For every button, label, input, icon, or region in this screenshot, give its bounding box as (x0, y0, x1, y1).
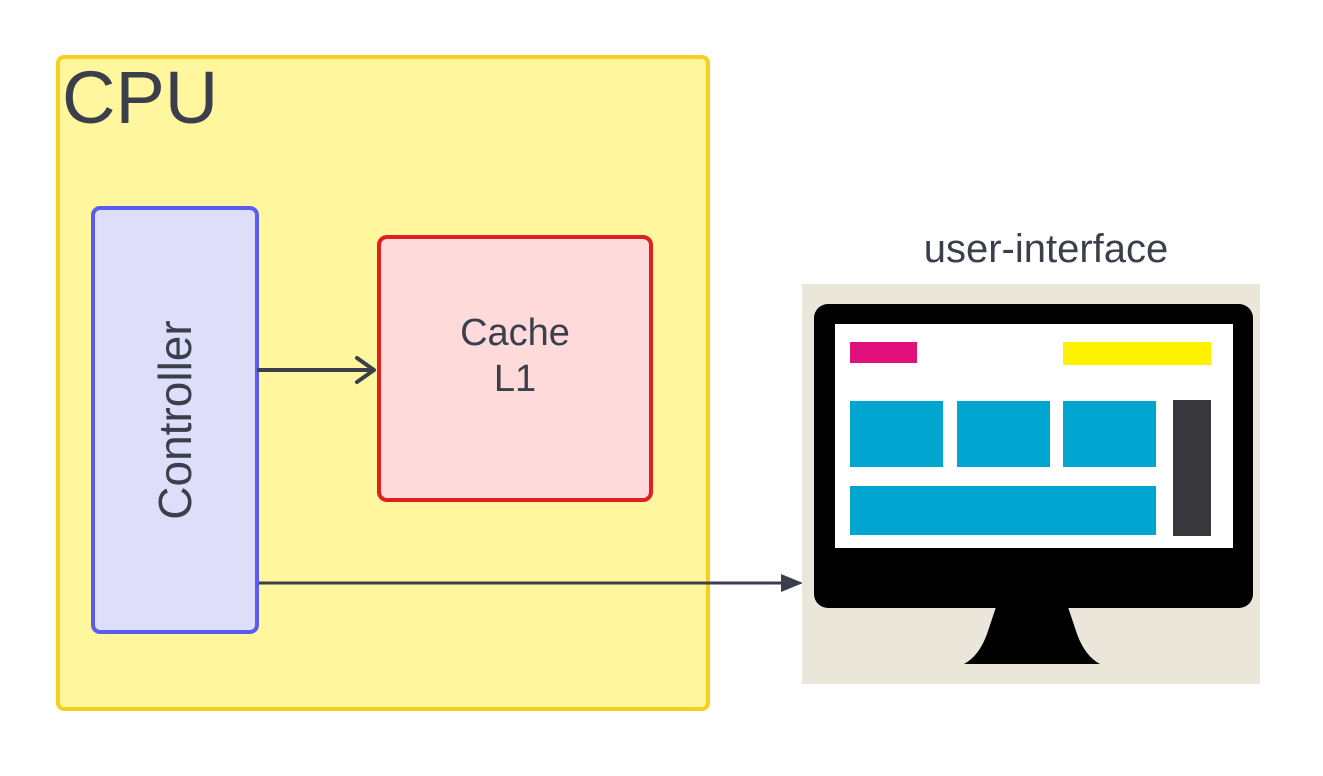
screen-tile-3 (1063, 401, 1156, 467)
controller-node (91, 206, 259, 634)
screen-tile-2 (957, 401, 1050, 467)
screen-magenta-bar (850, 342, 917, 363)
screen-sidebar (1173, 400, 1211, 536)
arrow-controller-to-cache (257, 356, 376, 384)
monitor-stand (964, 604, 1100, 664)
cache-label-line2: L1 (493, 358, 537, 400)
screen-yellow-bar (1063, 342, 1211, 365)
user-interface-label: user-interface (923, 227, 1169, 271)
cpu-label: CPU (62, 56, 219, 139)
arrow-controller-to-user-interface (259, 574, 803, 592)
cache-l1-node (377, 235, 653, 502)
screen-tile-1 (850, 401, 943, 467)
computer-monitor-icon (802, 284, 1260, 684)
cache-label-line1: Cache (460, 312, 570, 354)
screen-wide-tile (850, 486, 1156, 535)
cache-l1-label: Cache L1 (377, 310, 653, 402)
